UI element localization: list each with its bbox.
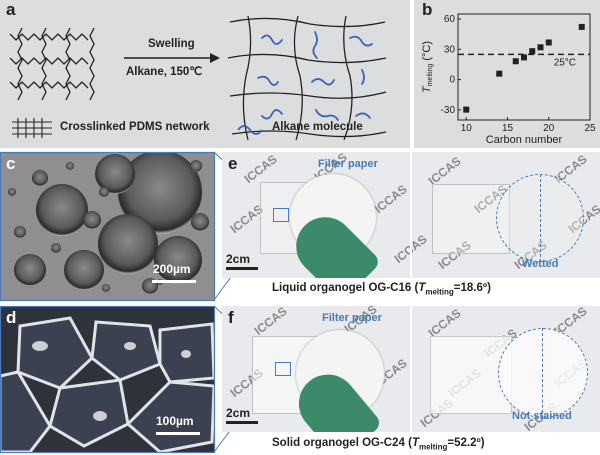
swelling-arrow — [124, 53, 220, 63]
y-tick-label: 0 — [449, 75, 455, 86]
panel-f-scale-label: 2cm — [226, 406, 251, 420]
watermark-text: ICCAS — [371, 181, 410, 217]
filter-paper-label-f: Filter paper — [322, 312, 382, 324]
data-point — [545, 39, 552, 46]
y-axis-label: Tmelting (°C) — [421, 41, 434, 93]
legend-network-label: Crosslinked PDMS network — [60, 121, 210, 133]
panel-c-label: c — [6, 154, 16, 173]
unstained-filter-paper — [498, 328, 588, 418]
photo-divider — [410, 152, 412, 278]
wetted-divider-line — [540, 174, 541, 262]
droplet-micrograph-image — [0, 152, 214, 300]
y-tick-label: -30 — [441, 105, 456, 116]
arrow-label-bottom: Alkane, 150℃ — [126, 66, 203, 78]
watermark-text: ICCAS — [241, 152, 280, 187]
panel-d-scale-bar — [156, 432, 200, 435]
panel-e-scale-bar — [226, 267, 258, 270]
panel-b: b 10 15 20 25 -30 0 30 60 25°C Carbon number Tmelt… — [414, 0, 600, 148]
panel-f-scale-bar — [226, 421, 258, 424]
x-tick-label: 25 — [584, 123, 596, 134]
not-stained-label: Not stained — [512, 410, 572, 422]
panel-e-label: e — [228, 154, 238, 173]
panel-e-caption: Liquid organogel OG-C16 (Tmelting=18.6º) — [272, 282, 491, 297]
panel-d-label: d — [6, 308, 17, 327]
panel-a-schematic — [9, 15, 387, 141]
unstained-divider-line — [542, 328, 543, 418]
alkane-legend-icon — [237, 125, 263, 135]
zoom-box-f — [275, 362, 291, 376]
data-point — [521, 54, 527, 61]
photo-divider-f — [410, 306, 412, 432]
panel-a-label: a — [6, 0, 16, 19]
y-tick-label: 60 — [444, 14, 456, 25]
wetted-label: Wetted — [522, 258, 559, 270]
panel-c-scale-bar — [152, 280, 196, 283]
x-tick-label: 15 — [502, 123, 514, 134]
arrow-label-top: Swelling — [148, 38, 195, 50]
zoom-box-e — [273, 208, 289, 222]
x-axis-label: Carbon number — [486, 134, 563, 146]
panel-e-scale-label: 2cm — [226, 252, 251, 266]
x-tick-label: 20 — [543, 123, 555, 134]
panel-b-label: b — [422, 0, 433, 19]
data-point — [537, 44, 544, 51]
panel-f-label: f — [228, 308, 234, 327]
reference-line-label: 25°C — [554, 57, 576, 68]
panel-f-photo: ICCASICCASICCASICCASICCASICCASICCASICCAS… — [222, 306, 600, 432]
plot-frame — [457, 13, 591, 121]
panel-c-scale-label: 200µm — [153, 262, 191, 276]
panel-c-micrograph: c 200µm — [0, 152, 214, 300]
panel-a: a — [0, 0, 410, 148]
data-point — [463, 106, 470, 113]
filter-paper-label-e: Filter paper — [318, 158, 378, 170]
data-point — [496, 70, 503, 77]
melting-point-chart: 10 15 20 25 -30 0 30 60 25°C Carbon number Tmeltin… — [421, 13, 596, 146]
crystal-micrograph-image — [0, 306, 214, 452]
alkane-molecules-drawing — [257, 31, 373, 121]
data-point — [512, 58, 519, 65]
data-point — [578, 23, 585, 30]
watermark-text: ICCAS — [251, 306, 290, 339]
panel-d-scale-label: 100µm — [156, 414, 194, 428]
x-tick-label: 10 — [461, 123, 473, 134]
network-legend-icon — [12, 118, 52, 138]
y-tick-label: 30 — [444, 44, 456, 55]
watermark-text: ICCAS — [425, 153, 464, 189]
legend-alkane-label: Alkane molecule — [272, 121, 363, 133]
watermark-text: ICCAS — [425, 306, 464, 341]
data-point — [529, 48, 536, 55]
swollen-network-drawing — [227, 15, 387, 141]
panel-d-micrograph: d 100µm — [0, 306, 214, 452]
crosslinked-network-drawing — [9, 27, 95, 101]
panel-f-caption: Solid organogel OG-C24 (Tmelting=52.2º) — [272, 437, 485, 452]
